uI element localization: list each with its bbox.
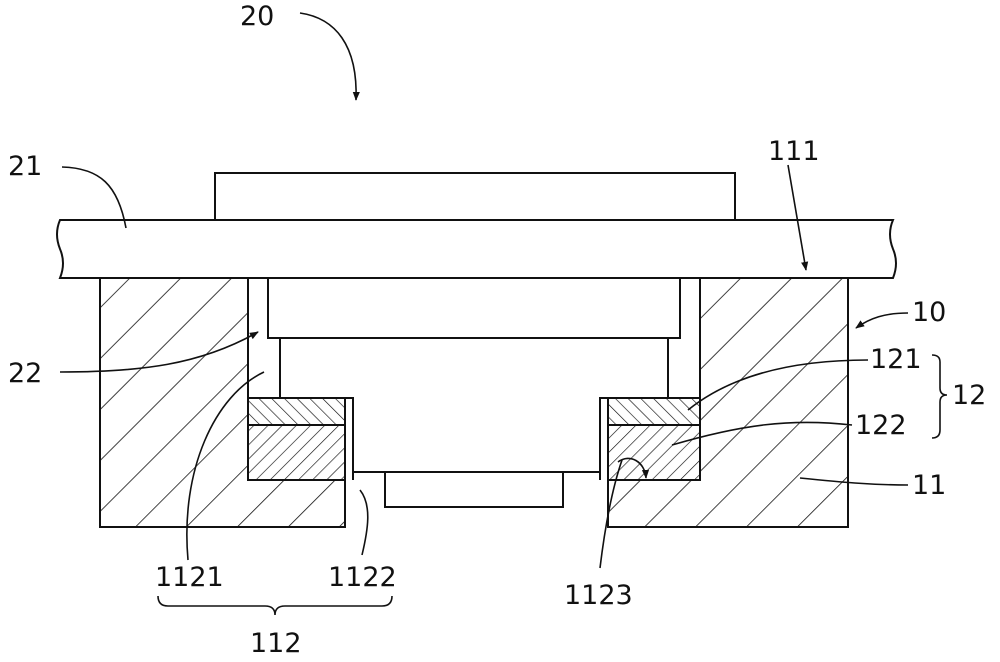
label-122: 122 xyxy=(855,410,907,441)
label-1121: 1121 xyxy=(155,562,224,593)
arrow-1123 xyxy=(617,457,650,479)
arrow-22 xyxy=(59,331,259,373)
layer-122-left xyxy=(247,424,346,481)
label-112: 112 xyxy=(250,628,302,659)
layer-121-right xyxy=(607,397,701,426)
leader-11 xyxy=(799,477,909,486)
leader-122 xyxy=(671,421,853,446)
leader-121 xyxy=(687,359,869,411)
arrow-111 xyxy=(787,164,809,271)
leader-1121 xyxy=(186,371,265,561)
step-wall-right xyxy=(599,397,608,480)
label-11: 11 xyxy=(912,470,946,501)
arrow-10 xyxy=(855,312,909,329)
label-10: 10 xyxy=(912,297,946,328)
lens-barrel-body xyxy=(279,338,669,473)
leader-1123 xyxy=(599,459,623,569)
brace-12 xyxy=(931,354,948,439)
label-111: 111 xyxy=(768,136,820,167)
layer-121-left xyxy=(247,397,346,426)
lens-barrel-bottom xyxy=(384,472,564,508)
leader-1122 xyxy=(359,489,369,556)
leader-21 xyxy=(61,166,127,229)
label-121: 121 xyxy=(870,344,922,375)
label-1123: 1123 xyxy=(564,580,633,611)
label-20: 20 xyxy=(240,1,274,32)
brace-112 xyxy=(157,595,393,616)
layer-122-right xyxy=(607,424,701,481)
arrow-20 xyxy=(299,12,360,101)
label-21: 21 xyxy=(8,151,42,182)
label-1122: 1122 xyxy=(328,562,397,593)
top-chip xyxy=(214,172,736,220)
step-wall-left xyxy=(345,397,354,480)
label-22: 22 xyxy=(8,358,42,389)
board-21 xyxy=(56,219,897,279)
label-12: 12 xyxy=(952,380,986,411)
lens-barrel-upper xyxy=(267,278,681,339)
